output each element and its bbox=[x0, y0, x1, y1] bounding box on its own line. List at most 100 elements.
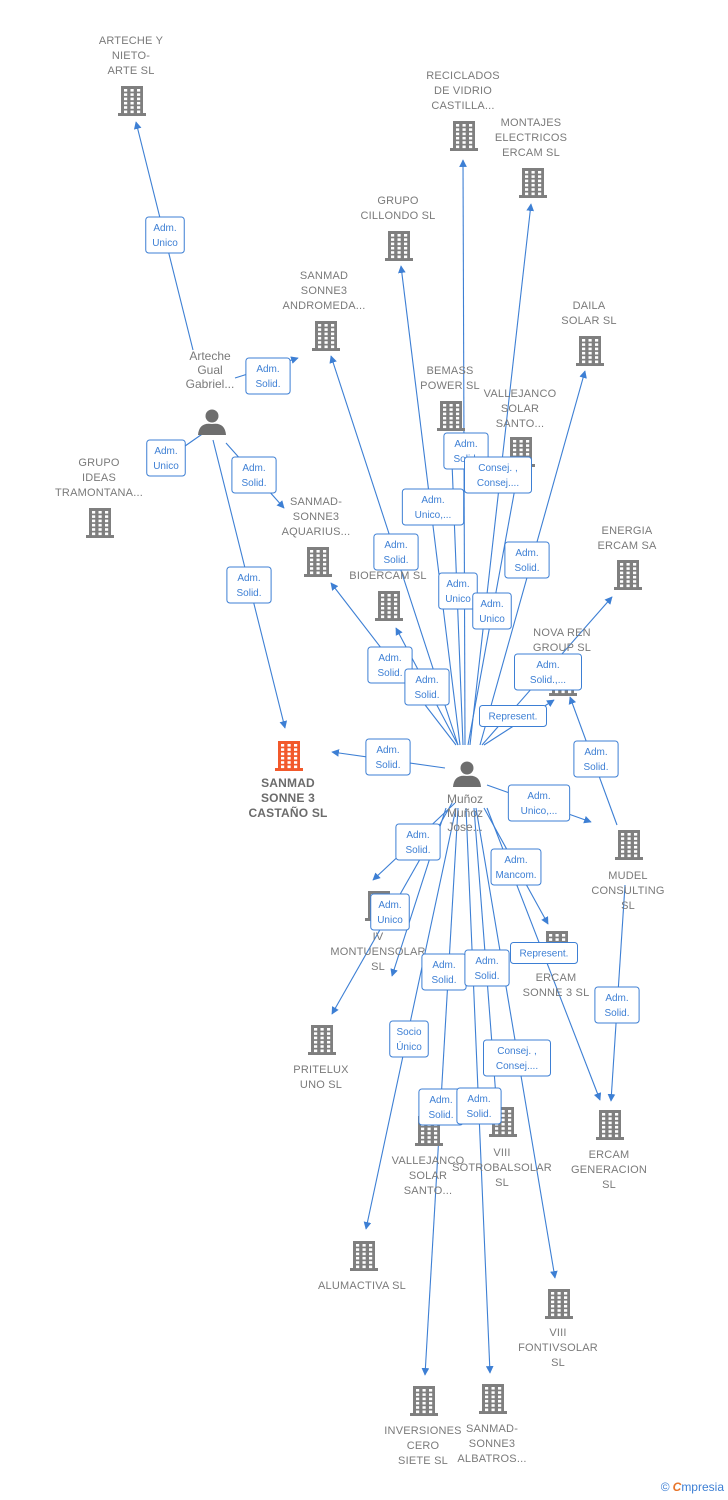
edge-label-box[interactable] bbox=[226, 566, 272, 604]
edge-label-box[interactable] bbox=[594, 986, 640, 1024]
edge-label[interactable]: Adm.Solid. bbox=[367, 646, 413, 684]
edge-label[interactable]: Adm.Solid. bbox=[594, 986, 640, 1024]
edge-label-text: Adm. bbox=[527, 791, 550, 802]
edge-label-box[interactable] bbox=[370, 893, 410, 931]
edge-label-box[interactable] bbox=[479, 705, 547, 727]
edge-label[interactable]: Adm.Solid. bbox=[421, 953, 467, 991]
edge-label[interactable]: Represent. bbox=[479, 705, 547, 727]
edge-label[interactable]: Adm.Solid. bbox=[365, 738, 411, 776]
edge-label-text: Solid. bbox=[383, 555, 408, 566]
building-icon bbox=[275, 741, 303, 771]
edge-label-box[interactable] bbox=[231, 456, 277, 494]
edge-label[interactable]: Consej. ,Consej.... bbox=[464, 456, 532, 494]
edge-label[interactable]: Consej. ,Consej.... bbox=[483, 1039, 551, 1077]
edge-label-box[interactable] bbox=[514, 653, 582, 691]
edge-label[interactable]: Adm.Solid. bbox=[504, 541, 550, 579]
edge-label-box[interactable] bbox=[490, 848, 542, 886]
edge-label-box[interactable] bbox=[464, 949, 510, 987]
edge-label[interactable]: Adm.Solid. bbox=[245, 357, 291, 395]
edge-label-text: Unico bbox=[479, 614, 505, 625]
company-node-bioercam[interactable]: BIOERCAM SL bbox=[349, 570, 426, 621]
building-icon bbox=[375, 591, 403, 621]
edge-label-box[interactable] bbox=[365, 738, 411, 776]
edge-label[interactable]: Adm.Unico,... bbox=[507, 784, 571, 822]
edge-label-box[interactable] bbox=[438, 572, 478, 610]
edge-label-box[interactable] bbox=[456, 1087, 502, 1125]
edge-label-text: Adm. bbox=[536, 660, 559, 671]
edge-label-box[interactable] bbox=[245, 357, 291, 395]
edge-label-box[interactable] bbox=[146, 439, 186, 477]
edge-label[interactable]: Adm.Unico bbox=[472, 592, 512, 630]
edge-label-box[interactable] bbox=[401, 488, 465, 526]
edge-label[interactable]: Adm.Unico bbox=[145, 216, 185, 254]
edge-label-box[interactable] bbox=[464, 456, 532, 494]
edge-label[interactable]: Adm.Unico bbox=[146, 439, 186, 477]
edge-label[interactable]: Adm.Unico bbox=[370, 893, 410, 931]
building-icon bbox=[450, 121, 478, 151]
edge-label-box[interactable] bbox=[483, 1039, 551, 1077]
building-icon bbox=[614, 560, 642, 590]
edge-label-box[interactable] bbox=[573, 740, 619, 778]
edge-label[interactable]: Adm.Solid. bbox=[231, 456, 277, 494]
edge-label-box[interactable] bbox=[367, 646, 413, 684]
building-icon bbox=[118, 86, 146, 116]
edge-label[interactable]: Adm.Solid. bbox=[456, 1087, 502, 1125]
edge-label-box[interactable] bbox=[404, 668, 450, 706]
edge-label-box[interactable] bbox=[504, 541, 550, 579]
building-icon bbox=[545, 1289, 573, 1319]
edge-label[interactable]: Adm.Solid. bbox=[573, 740, 619, 778]
edge-label-box[interactable] bbox=[507, 784, 571, 822]
edge-label[interactable]: Adm.Mancom. bbox=[490, 848, 542, 886]
edge-label-box[interactable] bbox=[389, 1020, 429, 1058]
edge-label-box[interactable] bbox=[395, 823, 441, 861]
edge-label[interactable]: Adm.Solid.,... bbox=[514, 653, 582, 691]
edge-label-box[interactable] bbox=[472, 592, 512, 630]
edge-label[interactable]: Adm.Solid. bbox=[464, 949, 510, 987]
edge-label-text: Solid. bbox=[583, 762, 608, 773]
edge-label[interactable]: Adm.Unico bbox=[438, 572, 478, 610]
edge-label[interactable]: Adm.Solid. bbox=[373, 533, 419, 571]
edge-label[interactable]: Adm.Unico,... bbox=[401, 488, 465, 526]
edge-label-box[interactable] bbox=[510, 942, 578, 964]
edge-label-box[interactable] bbox=[145, 216, 185, 254]
edge-label[interactable]: Represent. bbox=[510, 942, 578, 964]
edge-label[interactable]: Adm.Solid. bbox=[226, 566, 272, 604]
edge-label-text: Mancom. bbox=[495, 870, 536, 881]
edge-label-box[interactable] bbox=[373, 533, 419, 571]
edge-label[interactable]: Adm.Solid. bbox=[404, 668, 450, 706]
company-node-alumactiva[interactable]: ALUMACTIVA SL bbox=[318, 1241, 406, 1292]
edge-label[interactable]: Adm.Solid. bbox=[395, 823, 441, 861]
